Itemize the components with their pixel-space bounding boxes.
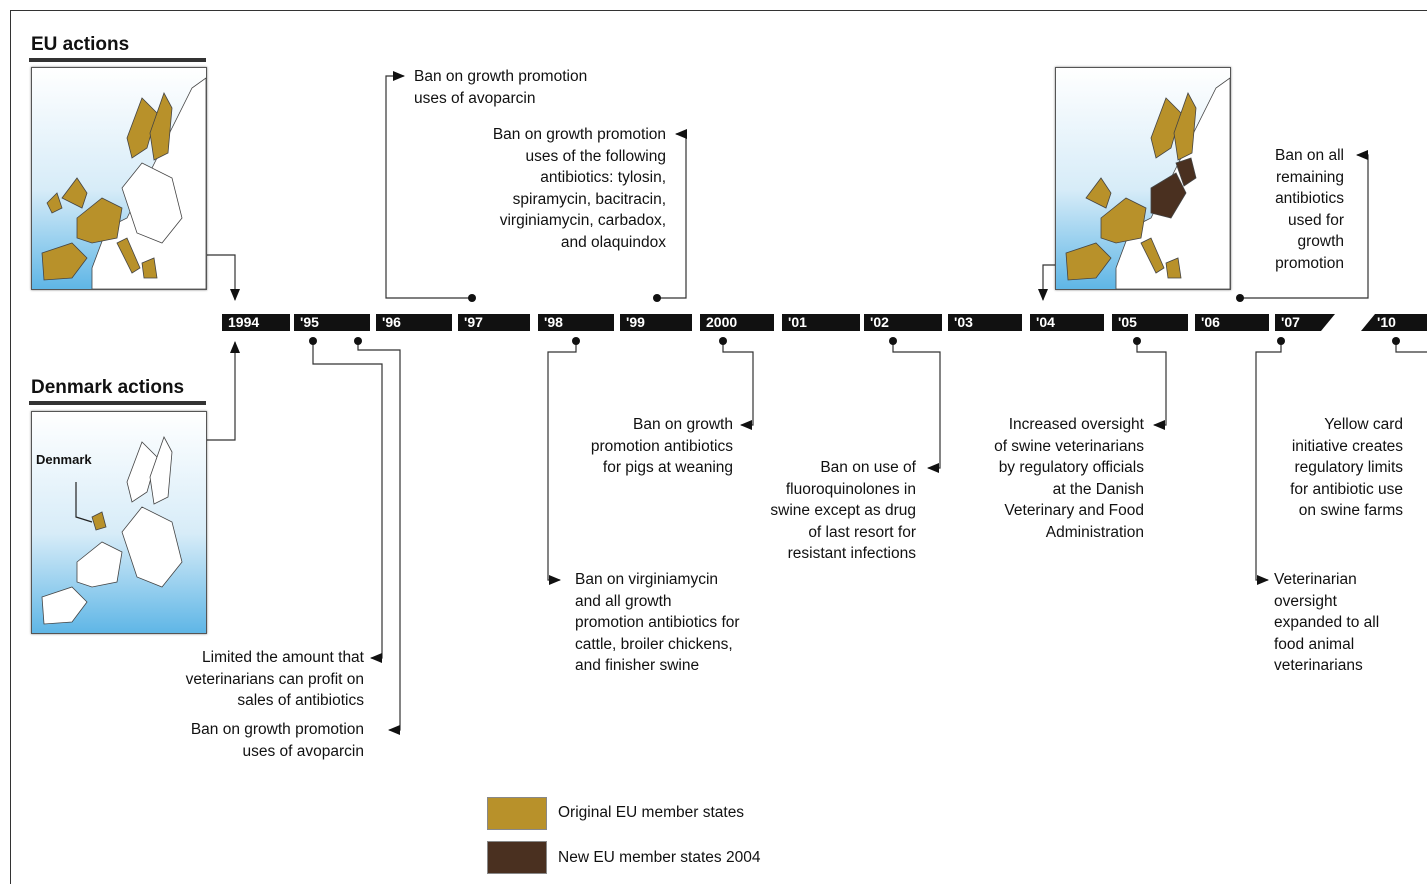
timeline-tick: '03 — [948, 314, 1022, 331]
legend-swatch-original — [487, 797, 547, 830]
timeline-tick: '96 — [376, 314, 452, 331]
legend-swatch-new — [487, 841, 547, 874]
eu-event-2006: Ban on all remaining antibiotics used fo… — [1275, 147, 1344, 272]
dk-event-2005: Increased oversight of swine veterinaria… — [994, 416, 1144, 541]
timeline-tick: '05 — [1112, 314, 1188, 331]
eu-event-1997: Ban on growth promotion uses of avoparci… — [414, 68, 588, 107]
timeline-tick: '99 — [620, 314, 692, 331]
eu-actions-heading: EU actions — [31, 34, 130, 55]
denmark-actions-heading: Denmark actions — [31, 377, 185, 398]
dk-event-2007: Veterinarian oversight expanded to all f… — [1274, 571, 1380, 674]
legend-label-original: Original EU member states — [558, 804, 745, 821]
eu-2004-members-map — [1055, 67, 1231, 290]
eu-heading-rule — [29, 58, 206, 62]
legend-label-new: New EU member states 2004 — [558, 849, 761, 866]
timeline-tick: 1994 — [222, 314, 290, 331]
eu-original-members-map — [31, 67, 207, 290]
dk-event-1995-avoparcin: Ban on growth promotion uses of avoparci… — [190, 721, 364, 760]
timeline-tick: '98 — [538, 314, 614, 331]
denmark-heading-rule — [29, 401, 206, 405]
timeline-tick: '97 — [458, 314, 530, 331]
timeline-tick: '95 — [294, 314, 370, 331]
denmark-map — [31, 411, 207, 634]
dk-event-1998: Ban on virginiamycin and all growth prom… — [575, 571, 740, 674]
dk-event-2000: Ban on growth promotion antibiotics for … — [590, 416, 733, 476]
timeline-tick: '02 — [864, 314, 942, 331]
eu-event-1999: Ban on growth promotion uses of the foll… — [492, 126, 666, 251]
timeline-tick: '06 — [1195, 314, 1269, 331]
timeline-tick: '04 — [1030, 314, 1104, 331]
timeline-tick: 2000 — [700, 314, 774, 331]
denmark-map-label: Denmark — [36, 452, 92, 467]
timeline-tick: '10 — [1361, 314, 1427, 331]
dk-event-2002: Ban on use of fluoroquinolones in swine … — [770, 459, 916, 562]
timeline-tick: '07 — [1275, 314, 1335, 331]
dk-event-2010: Yellow card initiative creates regulator… — [1290, 416, 1403, 519]
dk-event-1995-profit: Limited the amount that veterinarians ca… — [185, 649, 364, 709]
figure-frame — [10, 10, 1427, 884]
timeline-tick: '01 — [782, 314, 860, 331]
